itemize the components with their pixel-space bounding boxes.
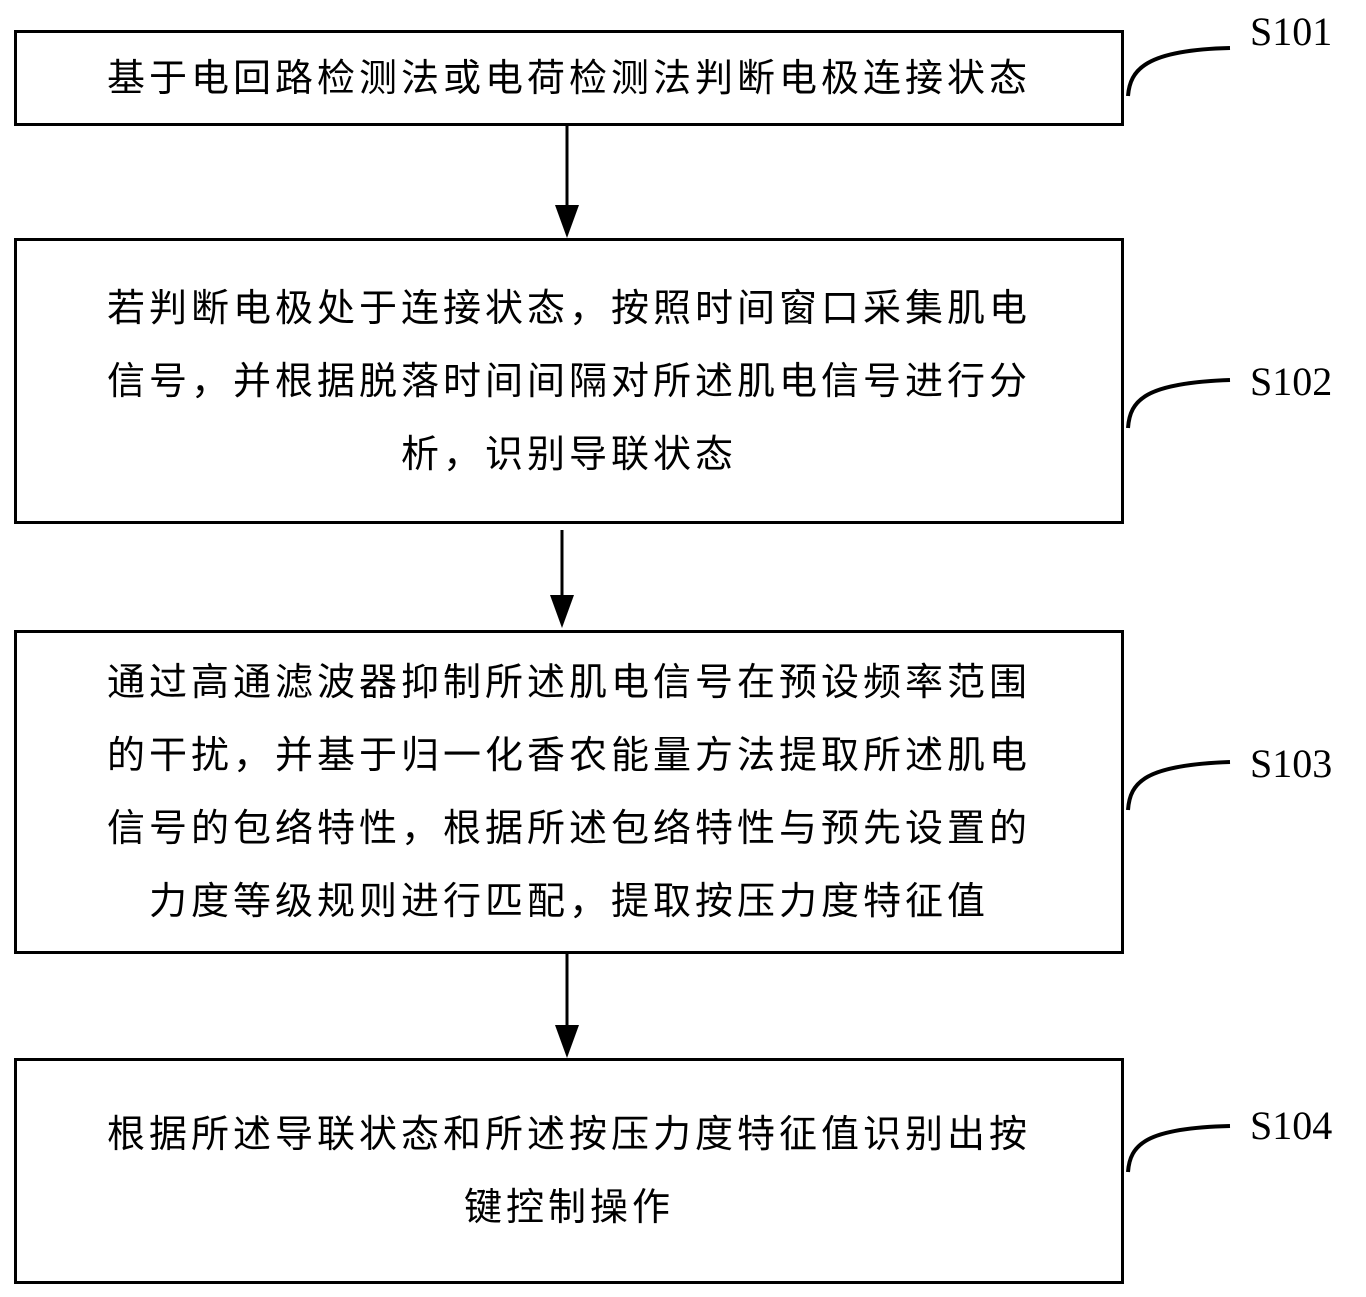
step-line: 析，识别导联状态 <box>400 431 737 476</box>
step-line: 若判断电极处于连接状态，按照时间窗口采集肌电 <box>106 285 1031 330</box>
leader-line-s102 <box>1126 378 1231 429</box>
flow-arrow-1 <box>555 126 579 238</box>
flow-arrow-2 <box>550 530 574 628</box>
leader-line-s101 <box>1126 46 1231 97</box>
arrowhead-icon <box>555 205 579 238</box>
leader-line-s103 <box>1126 760 1231 811</box>
step-text-s104: 根据所述导联状态和所述按压力度特征值识别出按 键控制操作 <box>17 1098 1121 1244</box>
arrowhead-icon <box>555 1025 579 1058</box>
step-line: 通过高通滤波器抑制所述肌电信号在预设频率范围 <box>106 660 1031 704</box>
arrowhead-icon <box>550 595 574 628</box>
step-label-s101: S101 <box>1250 9 1333 54</box>
leader-line-s104 <box>1126 1124 1231 1173</box>
step-line: 键控制操作 <box>463 1185 674 1229</box>
step-text-s101: 基于电回路检测法或电荷检测法判断电极连接状态 <box>17 42 1121 115</box>
step-box-s104: 根据所述导联状态和所述按压力度特征值识别出按 键控制操作 <box>14 1058 1124 1284</box>
flow-arrow-3 <box>555 954 579 1058</box>
step-box-s103: 通过高通滤波器抑制所述肌电信号在预设频率范围 的干扰，并基于归一化香农能量方法提… <box>14 630 1124 954</box>
step-text-s103: 通过高通滤波器抑制所述肌电信号在预设频率范围 的干扰，并基于归一化香农能量方法提… <box>17 646 1121 938</box>
step-text-s102: 若判断电极处于连接状态，按照时间窗口采集肌电 信号，并根据脱落时间间隔对所述肌电… <box>17 272 1121 491</box>
step-label-s103: S103 <box>1250 741 1333 786</box>
step-line: 力度等级规则进行匹配，提取按压力度特征值 <box>148 879 989 923</box>
step-line: 信号，并根据脱落时间间隔对所述肌电信号进行分 <box>106 358 1031 403</box>
step-line: 基于电回路检测法或电荷检测法判断电极连接状态 <box>106 55 1031 100</box>
step-box-s101: 基于电回路检测法或电荷检测法判断电极连接状态 <box>14 30 1124 126</box>
step-box-s102: 若判断电极处于连接状态，按照时间窗口采集肌电 信号，并根据脱落时间间隔对所述肌电… <box>14 238 1124 524</box>
step-label-s104: S104 <box>1250 1103 1333 1148</box>
step-line: 信号的包络特性，根据所述包络特性与预先设置的 <box>106 806 1031 850</box>
step-line: 根据所述导联状态和所述按压力度特征值识别出按 <box>106 1112 1031 1156</box>
step-line: 的干扰，并基于归一化香农能量方法提取所述肌电 <box>106 733 1031 777</box>
step-label-s102: S102 <box>1250 359 1333 404</box>
